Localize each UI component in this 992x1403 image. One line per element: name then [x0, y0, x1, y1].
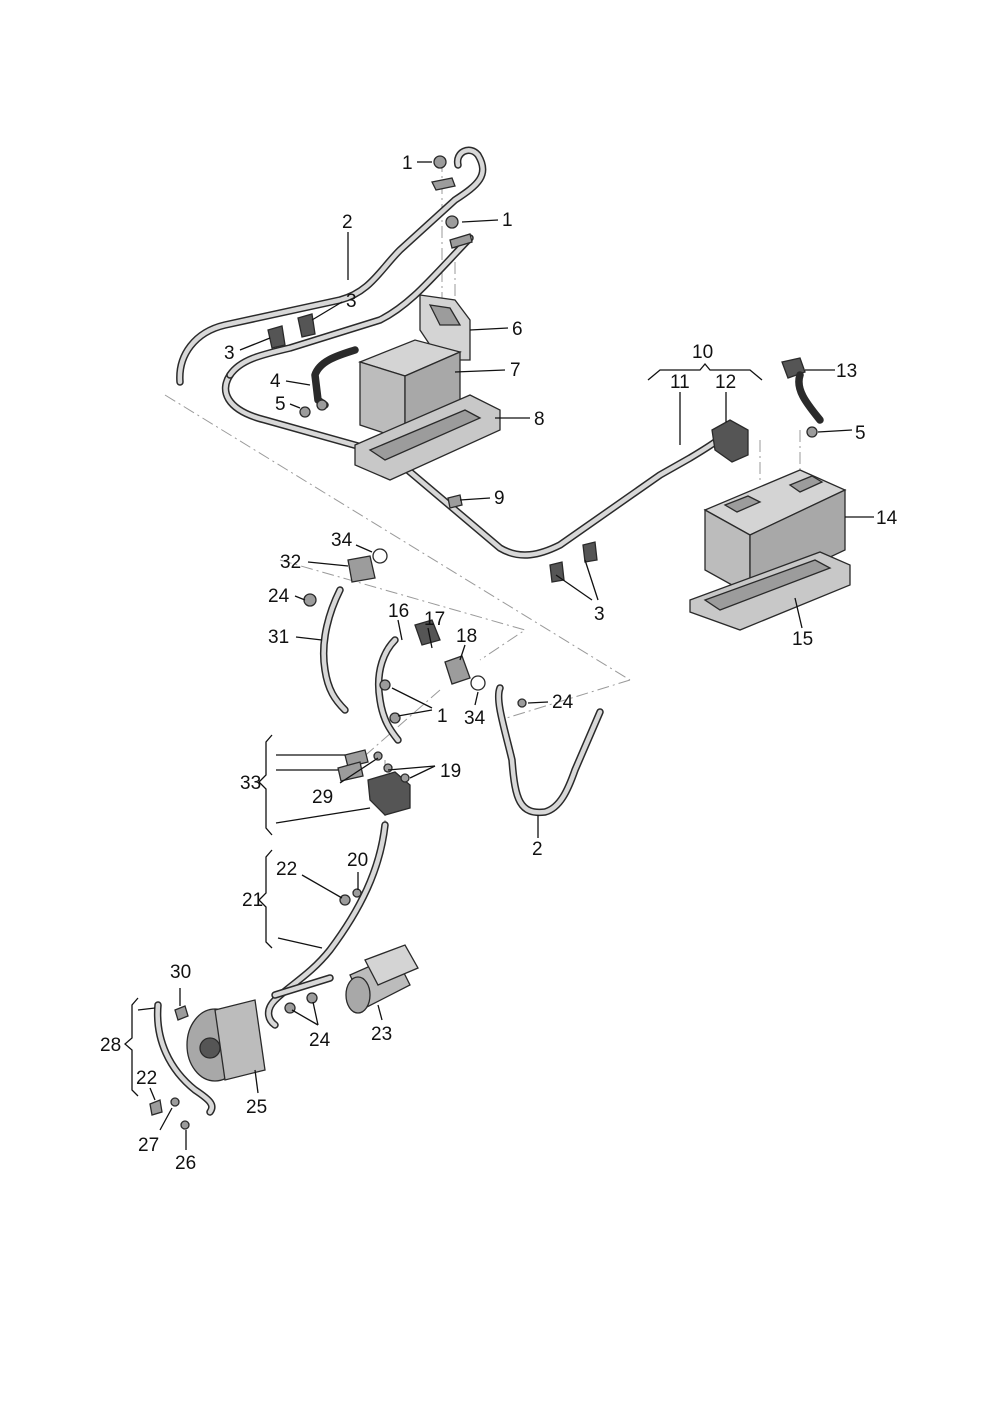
callout-28: 28 — [100, 1035, 121, 1056]
callout-24: 24 — [309, 1030, 331, 1051]
callout-34: 34 — [331, 530, 353, 551]
battery-cable-lower — [494, 684, 604, 817]
starter-motor — [284, 944, 419, 1014]
callout-10: 10 — [692, 342, 713, 363]
insulator-32 — [347, 548, 388, 583]
callout-1: 1 — [437, 706, 448, 727]
cable-16 — [374, 619, 486, 744]
terminal-clamp-12 — [711, 419, 749, 463]
battery-tray-right — [689, 551, 851, 631]
callout-30: 30 — [170, 962, 191, 983]
callout-4: 4 — [270, 371, 281, 392]
callout-25: 25 — [246, 1097, 267, 1118]
cable-21 — [264, 821, 389, 1029]
leader-lines — [124, 161, 874, 1150]
callout-3: 3 — [346, 291, 357, 312]
callout-14: 14 — [876, 508, 898, 529]
callout-18: 18 — [456, 626, 477, 647]
callout-6: 6 — [512, 319, 523, 340]
callout-26: 26 — [175, 1153, 196, 1174]
callout-27: 27 — [138, 1135, 159, 1156]
callout-1: 1 — [402, 153, 413, 174]
callout-3: 3 — [594, 604, 605, 625]
callout-33: 33 — [240, 773, 261, 794]
callout-34: 34 — [464, 708, 486, 729]
callout-2: 2 — [342, 212, 353, 233]
callout-24: 24 — [268, 586, 290, 607]
nut-top — [431, 155, 473, 249]
callout-22: 22 — [136, 1068, 157, 1089]
terminal-clamp-13 — [781, 357, 824, 438]
callout-3: 3 — [224, 343, 235, 364]
callout-21: 21 — [242, 890, 263, 911]
callout-15: 15 — [792, 629, 813, 650]
callout-29: 29 — [312, 787, 333, 808]
callout-1: 1 — [502, 210, 513, 231]
callout-5: 5 — [275, 394, 286, 415]
callout-9: 9 — [494, 488, 505, 509]
cable-clips-upper — [267, 313, 598, 583]
ground-strap-left — [299, 346, 359, 418]
callout-7: 7 — [510, 360, 521, 381]
callout-17: 17 — [424, 609, 445, 630]
callout-13: 13 — [836, 361, 857, 382]
callout-24: 24 — [552, 692, 574, 713]
battery-cable-upper — [176, 146, 722, 559]
clip-9 — [447, 494, 463, 509]
callout-20: 20 — [347, 850, 368, 871]
callout-12: 12 — [715, 372, 736, 393]
cable-28 — [149, 1001, 216, 1130]
relay-group-33 — [337, 749, 411, 816]
callout-19: 19 — [440, 761, 461, 782]
callout-8: 8 — [534, 409, 545, 430]
callout-5: 5 — [855, 423, 866, 444]
callout-23: 23 — [371, 1024, 392, 1045]
callout-16: 16 — [388, 601, 409, 622]
callout-22: 22 — [276, 859, 297, 880]
alternator — [186, 999, 266, 1082]
callout-11: 11 — [670, 372, 690, 393]
callout-31: 31 — [268, 627, 289, 648]
battery-tray-left — [354, 394, 501, 481]
callout-2: 2 — [532, 839, 543, 860]
callout-32: 32 — [280, 552, 301, 573]
fuse-box — [419, 294, 471, 361]
callout-labels: 1 1 1 2 2 3 3 3 4 5 5 6 7 8 9 10 11 12 1… — [100, 153, 898, 1174]
cable-31 — [303, 586, 349, 714]
